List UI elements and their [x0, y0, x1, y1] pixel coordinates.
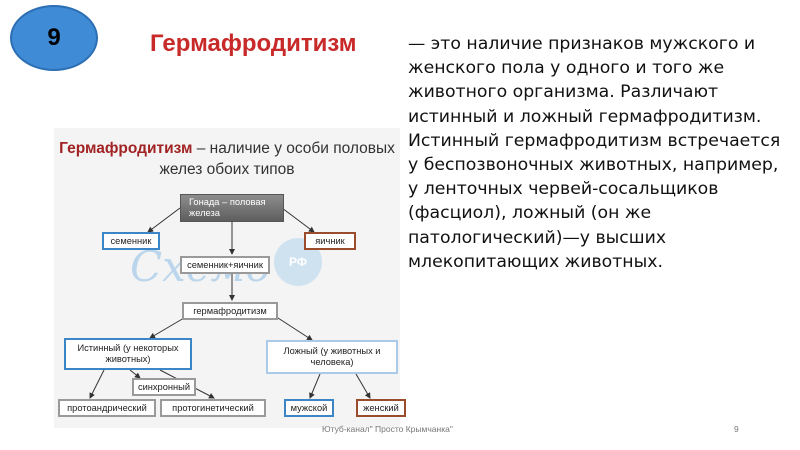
female-box: женский — [356, 399, 406, 417]
protogynous-box: протогинетический — [160, 399, 266, 417]
hermaphroditism-box: гермафродитизм — [182, 302, 278, 320]
ovary-box: яичник — [304, 232, 356, 250]
slide-number-badge: 9 — [10, 5, 98, 71]
combined-box: семенник+яичник — [180, 256, 270, 274]
false-type-box: Ложный (у животных и человека) — [266, 340, 398, 374]
synchronous-box: синхронный — [132, 378, 196, 396]
diagram-heading-term: Гермафродитизм — [59, 140, 193, 157]
arrow-gonad-testis — [147, 207, 181, 233]
arrow-gonad-ovary — [281, 207, 315, 233]
watermark-badge-label: РФ — [288, 255, 308, 269]
diagram-heading-rest: – наличие у особи половых желез обоих ти… — [159, 140, 395, 178]
arrow-false-male — [309, 373, 321, 399]
arrow-true-protandric — [89, 369, 105, 399]
protandric-box: протоандрический — [58, 399, 156, 417]
arrow-herm-false — [277, 317, 313, 341]
definition-text: — это наличие признаков мужского и женск… — [408, 34, 781, 272]
arrow-true-sync — [129, 369, 141, 379]
page-number: 9 — [734, 424, 739, 434]
gonad-box: Гонада – половая железа — [180, 194, 284, 222]
arrow-false-female — [355, 373, 371, 399]
true-type-box: Истинный (у некоторых животных) — [64, 338, 192, 370]
testis-box: семенник — [102, 232, 160, 250]
diagram-heading: Гермафродитизм – наличие у особи половых… — [54, 138, 400, 180]
slide-title: Гермафродитизм — [150, 30, 357, 57]
male-box: мужской — [284, 399, 334, 417]
footer-credit: Ютуб-канал" Просто Крымчанка" — [322, 424, 453, 434]
slide-number: 9 — [47, 24, 61, 51]
arrow-herm-true — [149, 317, 185, 339]
diagram-panel — [54, 128, 400, 428]
